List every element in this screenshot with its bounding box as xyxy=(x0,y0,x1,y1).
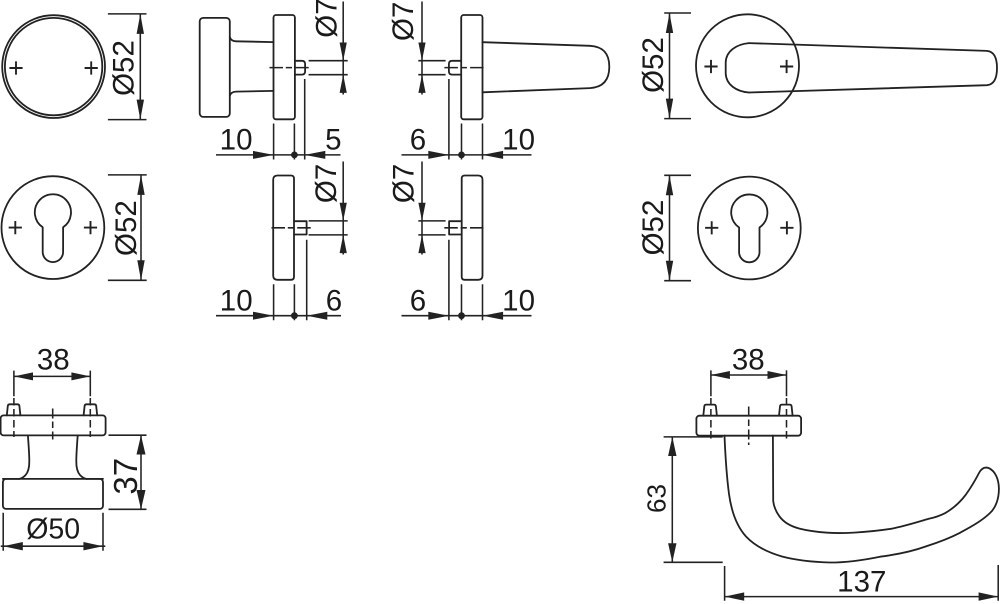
svg-text:10: 10 xyxy=(502,285,535,318)
svg-text:38: 38 xyxy=(37,344,70,377)
svg-text:10: 10 xyxy=(220,124,253,157)
svg-text:Ø50: Ø50 xyxy=(26,514,80,546)
svg-text:137: 137 xyxy=(837,565,886,598)
svg-text:6: 6 xyxy=(410,124,426,157)
svg-text:Ø7: Ø7 xyxy=(310,164,343,203)
svg-text:Ø7: Ø7 xyxy=(387,2,420,41)
svg-text:37: 37 xyxy=(107,458,144,495)
svg-text:6: 6 xyxy=(326,285,342,318)
svg-text:10: 10 xyxy=(220,285,253,318)
svg-text:Ø52: Ø52 xyxy=(637,37,670,93)
svg-text:Ø52: Ø52 xyxy=(637,200,670,256)
svg-text:Ø52: Ø52 xyxy=(108,40,141,96)
svg-text:5: 5 xyxy=(325,124,341,157)
svg-text:Ø52: Ø52 xyxy=(110,200,143,256)
svg-text:10: 10 xyxy=(502,124,535,157)
svg-text:6: 6 xyxy=(410,285,426,318)
svg-text:Ø7: Ø7 xyxy=(388,164,421,203)
svg-text:38: 38 xyxy=(732,344,765,377)
svg-text:Ø7: Ø7 xyxy=(310,0,343,38)
svg-text:63: 63 xyxy=(642,484,672,513)
